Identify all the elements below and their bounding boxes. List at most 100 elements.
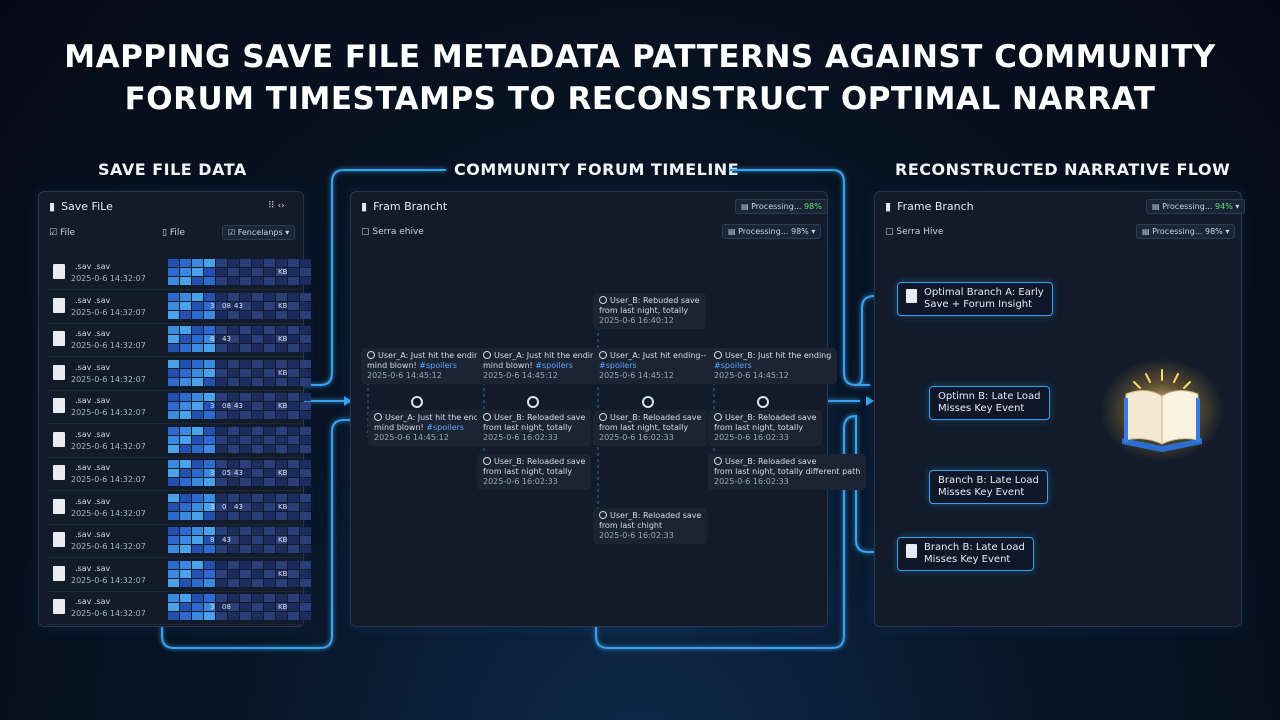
save-file-panel: ▮Save FiLe ⠿ ‹› ☑ File ▯ File ☑ Fencelan… bbox=[38, 191, 311, 627]
file-name: .sav .sav bbox=[75, 396, 111, 405]
processing-dropdown[interactable]: ▤ Processing... 98% ▾ bbox=[722, 224, 822, 239]
post-timestamp: 2025-0-6 14:45:12 bbox=[374, 433, 449, 442]
post-timestamp: 2025-0-6 14:45:12 bbox=[599, 371, 674, 380]
heatmap-cell-label: 43 bbox=[222, 335, 231, 343]
panel-controls[interactable]: ⠿ ‹› bbox=[268, 201, 285, 211]
file-name: .sav .sav bbox=[75, 496, 111, 506]
title-line-1: MAPPING SAVE FILE METADATA PATTERNS AGAI… bbox=[64, 39, 1216, 75]
file-icon bbox=[53, 297, 65, 313]
heatmap-cell-label: 3 bbox=[210, 603, 215, 611]
heatmap-cell-label: 08 bbox=[222, 301, 231, 310]
column-header-file-1[interactable]: ☑ File bbox=[49, 228, 75, 238]
heatmap-cell-label: 8 bbox=[210, 335, 215, 343]
heatmap-cell-label: 3 bbox=[210, 402, 215, 410]
file-timestamp: 2025-0-6 14:32:07 bbox=[71, 575, 146, 585]
section-heading-narrative: RECONSTRUCTED NARRATIVE FLOW bbox=[895, 160, 1231, 179]
post-text: from last chight bbox=[599, 521, 663, 530]
processing-dropdown[interactable]: ▤ Processing... 98% ▾ bbox=[1136, 224, 1236, 239]
forum-search[interactable]: ▢ Serra ehive bbox=[361, 227, 424, 237]
file-icon bbox=[53, 364, 65, 380]
timeline-dot-icon bbox=[367, 351, 375, 359]
metadata-heatmap: KB bbox=[168, 560, 311, 587]
forum-timeline-axis bbox=[367, 297, 769, 522]
heatmap-cell-label: KB bbox=[278, 301, 288, 310]
post-tag: #spoilers bbox=[419, 361, 457, 370]
heatmap-cell-label: 43 bbox=[234, 402, 243, 410]
heatmap-cell-label: KB bbox=[278, 603, 288, 611]
post-timestamp: 2025-0-6 14:45:12 bbox=[367, 371, 442, 380]
post-timestamp: 2025-0-6 14:45:12 bbox=[714, 371, 789, 380]
metadata-heatmap: KB bbox=[168, 359, 311, 386]
post-author: User_B: Reloaded save bbox=[494, 413, 586, 422]
heatmap-cell-label: KB bbox=[278, 536, 288, 544]
page-title: MAPPING SAVE FILE METADATA PATTERNS AGAI… bbox=[0, 36, 1280, 120]
file-name: .sav .sav bbox=[75, 295, 111, 305]
post-author: User_B: Reloaded save bbox=[725, 457, 817, 466]
save-file-row[interactable]: .sav .sav 2025-0-6 14:32:07 KB bbox=[47, 560, 311, 592]
heatmap-cell-label: KB bbox=[278, 268, 288, 276]
file-timestamp: 2025-0-6 14:32:07 bbox=[71, 341, 146, 350]
narrative-search[interactable]: ▢ Serra Hive bbox=[885, 227, 944, 237]
forum-timeline-panel: ▮Fram Brancht ▤ Processing... 98% ▢ Serr… bbox=[350, 191, 867, 627]
forum-search-input[interactable]: Serra ehive bbox=[372, 227, 424, 237]
save-panel-header: ▮Save FiLe bbox=[49, 200, 113, 213]
heatmap-cell-label: 43 bbox=[222, 536, 231, 544]
file-icon bbox=[53, 264, 65, 279]
post-text: from last night, totally bbox=[714, 423, 804, 432]
post-timestamp: 2025-0-6 16:02:33 bbox=[483, 433, 558, 442]
processing-badge: ▤ Processing... 98% bbox=[735, 199, 828, 214]
file-name: .sav .sav bbox=[75, 563, 111, 573]
post-author: User_A: Just hit the ending bbox=[494, 351, 601, 360]
timestamps-dropdown[interactable]: ☑ Fencelanps ▾ bbox=[222, 225, 296, 240]
file-icon: ▮ bbox=[885, 200, 892, 213]
section-heading-forum: COMMUNITY FORUM TIMELINE bbox=[454, 160, 740, 179]
metadata-heatmap: KB bbox=[168, 259, 311, 285]
save-panel-title: Save FiLe bbox=[61, 200, 113, 213]
heatmap-cell-label: 08 bbox=[222, 402, 231, 410]
timeline-dot-icon bbox=[599, 413, 607, 421]
title-line-2: FORUM TIMESTAMPS TO RECONSTRUCT OPTIMAL … bbox=[124, 81, 1156, 117]
post-timestamp: 2025-0-6 16:02:33 bbox=[599, 531, 674, 540]
post-text: from last night, totally bbox=[483, 467, 573, 476]
heatmap-cell-label: KB bbox=[278, 569, 288, 578]
document-icon bbox=[906, 544, 917, 558]
narrative-search-input[interactable]: Serra Hive bbox=[896, 227, 944, 237]
file-name: .sav .sav bbox=[75, 262, 111, 271]
heatmap-cell-label: KB bbox=[278, 469, 288, 477]
post-author: User_A: Just hit the ending bbox=[378, 351, 485, 360]
column-header-file-2[interactable]: ▯ File bbox=[162, 228, 185, 238]
file-timestamp: 2025-0-6 14:32:07 bbox=[71, 408, 146, 417]
post-tag: #spoilers bbox=[426, 423, 464, 432]
post-timestamp: 2025-0-6 16:02:33 bbox=[714, 477, 789, 486]
post-tag: #spoilers bbox=[535, 361, 573, 370]
heatmap-cell-label: KB bbox=[278, 368, 288, 377]
heatmap-cell-label: 3 bbox=[210, 502, 215, 511]
